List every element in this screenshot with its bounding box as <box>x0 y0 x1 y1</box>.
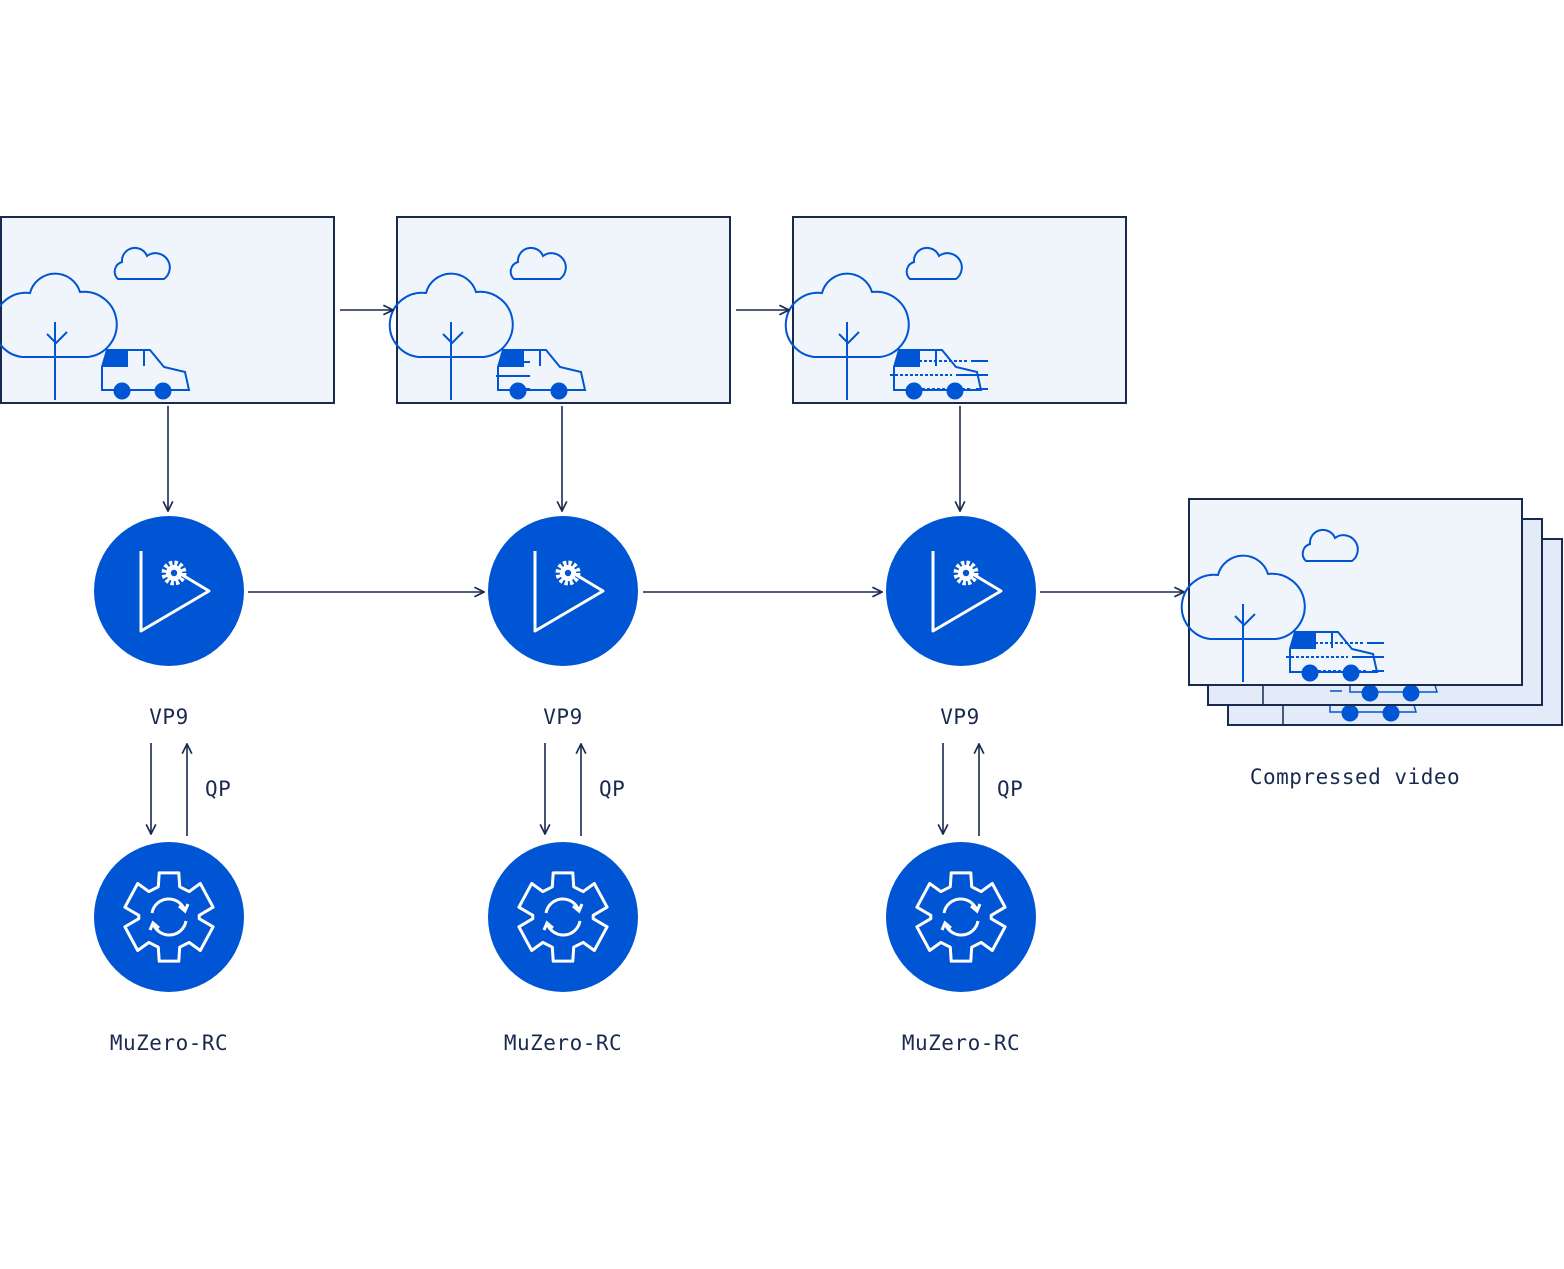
qp-label-3: QP <box>997 777 1024 801</box>
qp-label-1: QP <box>205 777 232 801</box>
video-frame-2 <box>388 216 731 404</box>
video-frame-1 <box>0 216 335 404</box>
encoder-label-1: VP9 <box>149 705 189 729</box>
feedback-arrows-3 <box>943 743 979 836</box>
controller-node-3 <box>886 842 1036 992</box>
compressed-video-stack <box>1180 498 1563 726</box>
video-frame-3 <box>784 216 1127 404</box>
qp-label-2: QP <box>599 777 626 801</box>
feedback-arrows-2 <box>545 743 581 836</box>
feedback-arrows-1 <box>151 743 187 836</box>
encoder-node-3 <box>886 516 1036 666</box>
encoder-node-2 <box>488 516 638 666</box>
encoder-node-1 <box>94 516 244 666</box>
motion-lines-icon <box>890 360 988 390</box>
controller-label-3: MuZero-RC <box>901 1031 1021 1055</box>
controller-node-1 <box>94 842 244 992</box>
encoder-label-3: VP9 <box>940 705 980 729</box>
motion-lines-icon <box>496 361 530 390</box>
controller-label-2: MuZero-RC <box>503 1031 623 1055</box>
controller-node-2 <box>488 842 638 992</box>
encoder-label-2: VP9 <box>543 705 583 729</box>
controller-label-1: MuZero-RC <box>109 1031 229 1055</box>
compressed-video-label: Compressed video <box>1249 765 1461 789</box>
motion-lines-icon <box>1286 642 1384 672</box>
